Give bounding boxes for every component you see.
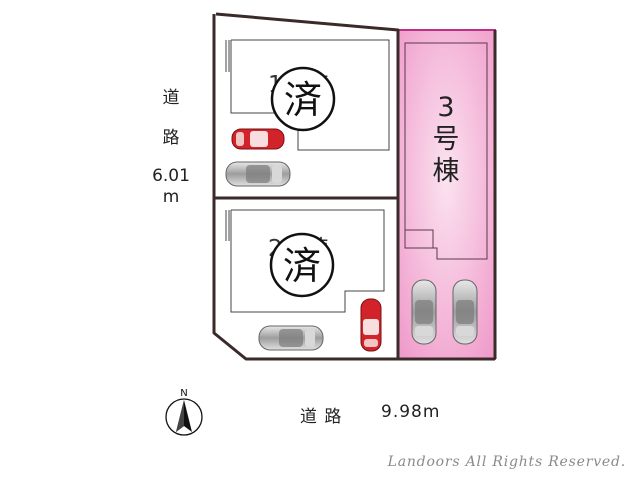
- north-arrow-icon: N: [165, 388, 203, 436]
- lot-1-sold-badge: 済: [270, 66, 336, 132]
- lot-3-building-bay: [405, 229, 434, 248]
- lot-2-sold-text: 済: [283, 244, 321, 288]
- lot-3-label-number: 3: [437, 92, 454, 123]
- watermark: Landoors All Rights Reserved.: [387, 454, 626, 470]
- lot-3-label-go: 号: [433, 124, 460, 155]
- bottom-road-label: 道 路: [300, 407, 343, 427]
- car-red-lot-1: [231, 128, 285, 150]
- lot-2-building: [225, 209, 385, 313]
- lot-1-sold-text: 済: [284, 78, 322, 122]
- lot-3-label-to: 棟: [433, 156, 460, 187]
- lot-3-building: [404, 42, 488, 260]
- car-gray-lot-1: [225, 161, 291, 187]
- car-gray-lot-3-right: [452, 279, 478, 345]
- car-red-lot-2: [360, 298, 382, 352]
- bottom-road-width: 9.98m: [381, 402, 441, 422]
- left-road-width: 6.01: [152, 166, 190, 186]
- car-gray-lot-3-left: [411, 279, 437, 345]
- lot-2-sold-badge: 済: [269, 232, 335, 298]
- left-road-char-2: 路: [162, 128, 180, 148]
- lot-1-building: [225, 39, 390, 151]
- compass-label: N: [180, 388, 187, 399]
- left-road-unit: m: [162, 187, 180, 207]
- left-road-char-1: 道: [162, 88, 180, 108]
- car-gray-lot-2: [258, 325, 324, 351]
